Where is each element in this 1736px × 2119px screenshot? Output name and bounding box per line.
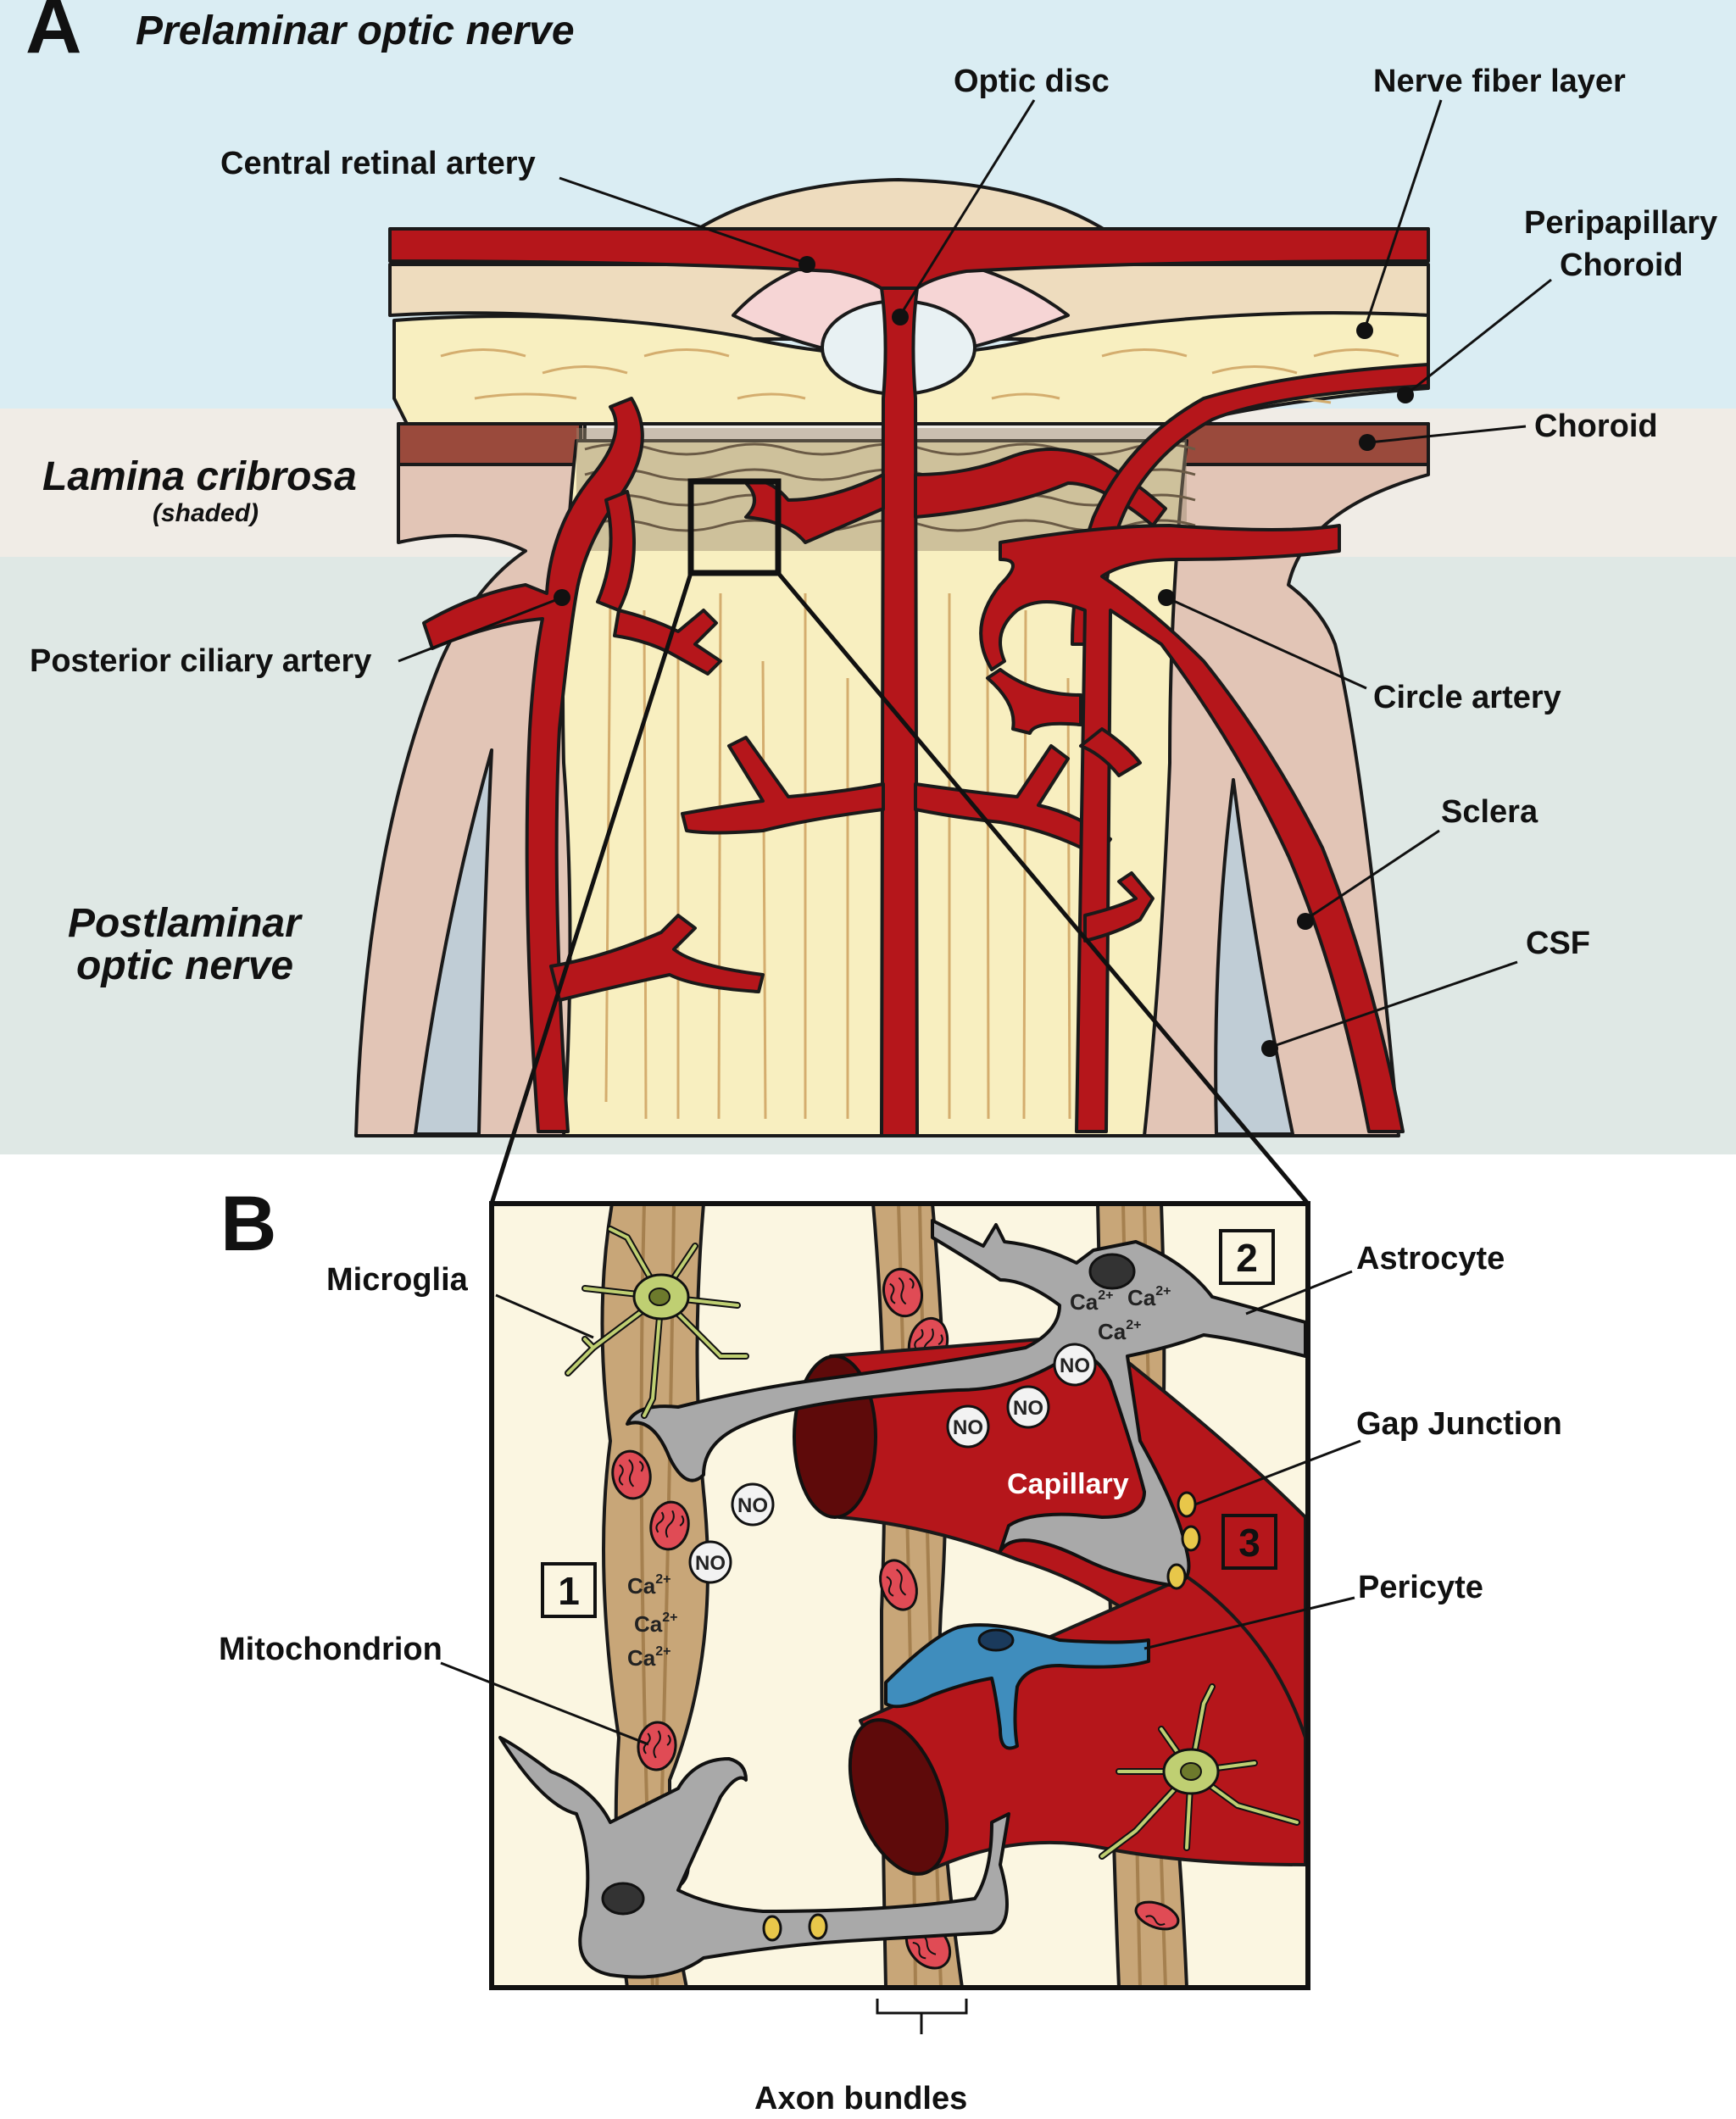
label-posterior-ciliary-artery: Posterior ciliary artery [30,643,371,679]
capillary-lower [859,1575,1305,1871]
axon-bundle-1 [600,1206,709,1985]
label-optic-disc: Optic disc [954,64,1110,99]
optic-disc-dome [681,178,1121,241]
microglia-upper [565,1226,749,1419]
circle-artery [979,524,1405,1133]
panel-b-letter: B [220,1181,276,1267]
circle-artery-branch-c [1083,871,1155,943]
gap-junctions [762,1491,1201,1942]
circle-artery-branch-a [986,668,1082,735]
svg-text:Ca2+: Ca2+ [1127,1284,1171,1310]
svg-text:Ca2+: Ca2+ [627,1644,671,1671]
no-molecule: NO [946,1404,990,1449]
pericyte-nucleus [977,1628,1015,1652]
cra-branch-right-upper [914,448,1167,527]
label-mitochondrion: Mitochondrion [219,1632,442,1667]
gap-junction [762,1915,782,1942]
label-sclera: Sclera [1441,794,1538,830]
inset-panel: NO NO NO NO NO Ca2+ Ca2+ Ca2+ Ca2+ Ca2+ … [489,1201,1310,1990]
mitochondrion [637,1721,677,1771]
panel-b-labels: Microglia Astrocyte Gap Junction Pericyt… [219,1241,1562,2116]
mitochondrion [649,1500,690,1551]
panel-a-labels: Optic disc Nerve fiber layer Central ret… [30,64,1717,1057]
label-choroid: Choroid [1534,409,1658,444]
svg-text:Ca2+: Ca2+ [1070,1288,1114,1315]
astrocyte-upper [626,1219,1305,1587]
microglia-lower [1099,1683,1300,1860]
gap-junction [1166,1563,1187,1590]
posterior-ciliary-artery [422,397,644,1133]
label-gap-junction: Gap Junction [1356,1406,1562,1442]
gap-junction [1181,1525,1201,1552]
svg-text:Ca2+: Ca2+ [1098,1318,1142,1344]
astrocyte-upper-nucleus [1088,1253,1136,1290]
no-molecules: NO NO NO NO NO [688,1343,1097,1584]
central-retinal-artery [880,286,919,1137]
pca-branch-inner [596,490,636,612]
svg-text:1: 1 [558,1569,580,1613]
no-molecule: NO [688,1540,732,1584]
capillary-opening-lower [848,1718,949,1876]
label-csf: CSF [1526,926,1590,961]
box-1: 1 [541,1562,597,1618]
label-peripapillary-2: Choroid [1560,247,1683,283]
label-astrocyte: Astrocyte [1356,1241,1505,1276]
svg-text:NO: NO [695,1552,726,1575]
no-molecule: NO [1053,1343,1097,1387]
label-axon-bundles: Axon bundles [754,2081,967,2116]
pericyte [884,1623,1150,1750]
svg-text:2: 2 [1236,1236,1258,1280]
svg-text:NO: NO [737,1494,768,1517]
svg-text:Ca2+: Ca2+ [634,1610,678,1637]
csf-left [414,748,493,1136]
peripapillary-choroid-artery [1071,363,1430,646]
mitochondrion [1134,1900,1180,1931]
gap-junction [1177,1491,1197,1518]
gap-junction [808,1913,828,1940]
svg-text:Ca2+: Ca2+ [627,1572,671,1599]
cra-branch-left-mid [681,736,885,835]
mitochondrion [882,1267,923,1318]
zoom-connector-left [489,572,693,1204]
zoom-box [687,478,782,576]
label-circle-artery: Circle artery [1373,680,1561,715]
zone-postlaminar-2: optic nerve [76,943,293,988]
axon-bundles-bracket [876,1999,968,2034]
astrocyte-lower-nucleus [601,1882,645,1916]
calcium-ions: Ca2+ Ca2+ Ca2+ Ca2+ Ca2+ Ca2+ [627,1284,1171,1671]
zoom-connector-right [776,571,1310,1205]
label-nerve-fiber-layer: Nerve fiber layer [1373,64,1626,99]
no-molecule: NO [731,1482,775,1527]
pca-branch-lower [549,914,765,1002]
arteries [388,227,1430,1137]
label-pericyte: Pericyte [1358,1570,1483,1605]
label-capillary: Capillary [1007,1468,1129,1500]
mitochondrion [879,1559,918,1611]
zone-lamina-cribrosa: Lamina cribrosa [42,454,357,499]
label-microglia: Microglia [326,1262,469,1298]
box-2: 2 [1219,1229,1275,1285]
svg-text:NO: NO [953,1416,983,1439]
svg-text:NO: NO [1013,1397,1043,1420]
label-central-retinal-artery: Central retinal artery [220,146,536,181]
no-molecule: NO [1006,1385,1050,1429]
choroid-right [1181,422,1430,466]
label-peripapillary-1: Peripapillary [1524,205,1717,241]
box-3: 3 [1221,1514,1277,1570]
zone-prelaminar: Prelaminar optic nerve [136,8,575,53]
svg-text:3: 3 [1238,1521,1260,1565]
circle-artery-branch-b [1079,727,1142,777]
svg-text:NO: NO [1060,1354,1090,1377]
mitochondrion [611,1449,652,1500]
zone-postlaminar-1: Postlaminar [68,901,303,946]
zone-lamina-shaded: (shaded) [153,499,259,527]
choroid-left [397,422,582,466]
panel-a-letter: A [25,0,81,70]
astrocyte-lower [498,1736,1010,1979]
